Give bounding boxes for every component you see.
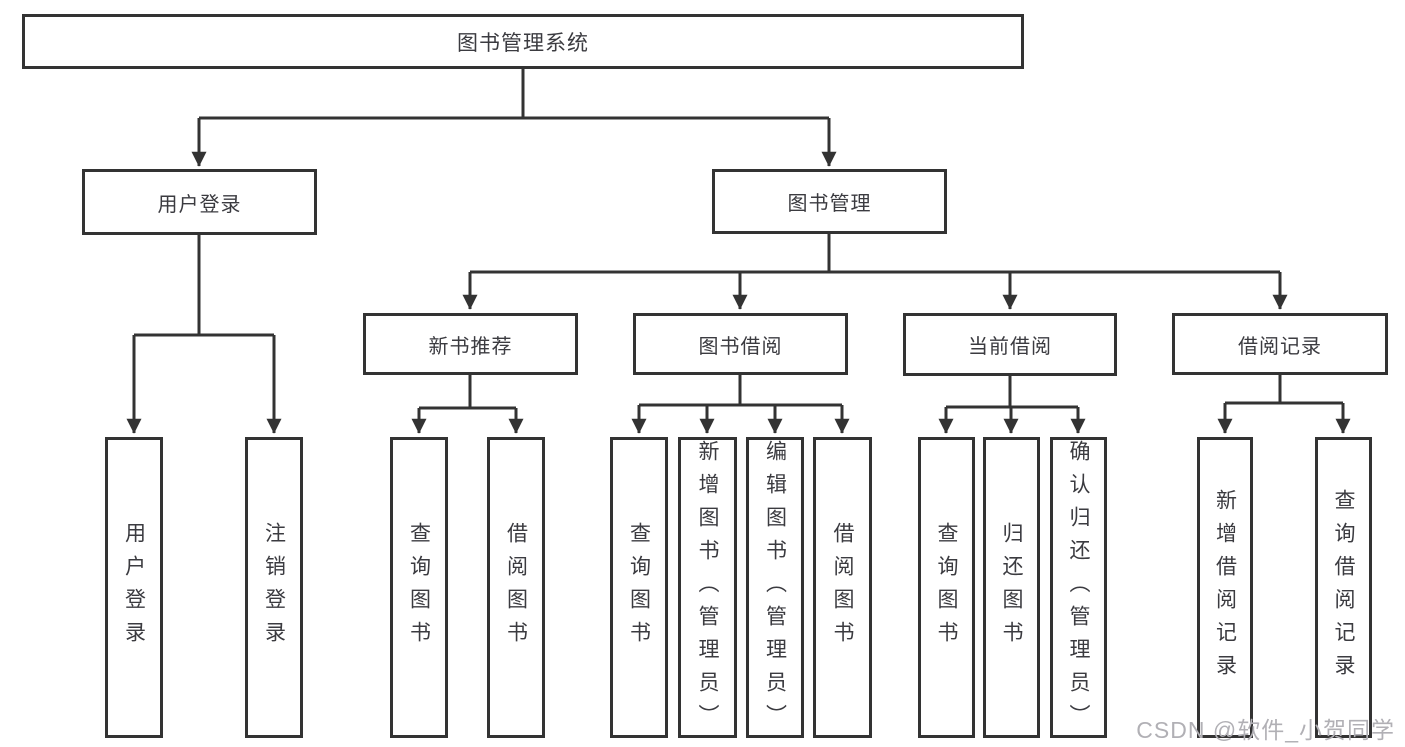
leaf-label-borrow-book-1: 借阅图书 — [504, 521, 528, 654]
node-label-current-borrowing: 当前借阅 — [968, 336, 1052, 358]
leaf-box-query-book-2: 查询图书 — [610, 437, 668, 738]
leaf-label-query-book-3: 查询图书 — [935, 521, 958, 654]
node-label-root: 图书管理系统 — [457, 31, 589, 55]
leaf-label-add-borrow-record: 新增借阅记录 — [1213, 488, 1237, 687]
node-label-borrowing-records: 借阅记录 — [1238, 335, 1322, 358]
leaf-label-query-borrow-record: 查询借阅记录 — [1332, 488, 1355, 687]
node-box-book-borrowing: 图书借阅 — [633, 313, 848, 375]
leaf-label-query-book-2: 查询图书 — [627, 521, 651, 654]
leaf-box-add-book-admin: 新增图书（管理员） — [678, 437, 737, 738]
leaf-box-query-book-1: 查询图书 — [390, 437, 448, 738]
connector-trunks — [134, 69, 1343, 410]
leaf-label-edit-book-admin: 编辑图书（管理员） — [763, 440, 787, 737]
node-label-book-borrowing: 图书借阅 — [698, 335, 783, 358]
leaf-label-return-book: 归还图书 — [1000, 521, 1023, 654]
node-box-new-book-recommend: 新书推荐 — [363, 313, 578, 375]
leaf-box-borrow-book-2: 借阅图书 — [813, 437, 872, 738]
leaf-box-query-book-3: 查询图书 — [918, 437, 975, 738]
leaf-label-logout: 注销登录 — [262, 521, 286, 654]
node-label-book-management: 图书管理 — [787, 193, 872, 215]
leaf-label-borrow-book-2: 借阅图书 — [831, 521, 854, 654]
node-label-new-book-recommend: 新书推荐 — [428, 335, 513, 358]
leaf-box-query-borrow-record: 查询借阅记录 — [1315, 437, 1372, 738]
node-box-borrowing-records: 借阅记录 — [1172, 313, 1388, 375]
leaf-box-borrow-book-1: 借阅图书 — [487, 437, 545, 738]
leaf-label-add-book-admin: 新增图书（管理员） — [696, 440, 719, 737]
leaf-box-confirm-return-admin: 确认归还（管理员） — [1050, 437, 1107, 738]
leaf-box-return-book: 归还图书 — [983, 437, 1040, 738]
node-box-root: 图书管理系统 — [22, 14, 1024, 69]
leaf-label-confirm-return-admin: 确认归还（管理员） — [1067, 440, 1090, 737]
leaf-box-logout: 注销登录 — [245, 437, 303, 738]
node-box-current-borrowing: 当前借阅 — [903, 313, 1117, 376]
leaf-box-edit-book-admin: 编辑图书（管理员） — [746, 437, 804, 738]
node-label-user-login: 用户登录 — [157, 193, 242, 216]
leaf-label-user-login: 用户登录 — [122, 521, 146, 654]
leaf-box-user-login: 用户登录 — [105, 437, 163, 738]
leaf-label-query-book-1: 查询图书 — [407, 521, 431, 654]
node-box-book-management: 图书管理 — [712, 169, 947, 234]
leaf-box-add-borrow-record: 新增借阅记录 — [1197, 437, 1253, 738]
watermark-text: CSDN @软件_小贺同学 — [1136, 717, 1395, 743]
node-box-user-login: 用户登录 — [82, 169, 317, 235]
